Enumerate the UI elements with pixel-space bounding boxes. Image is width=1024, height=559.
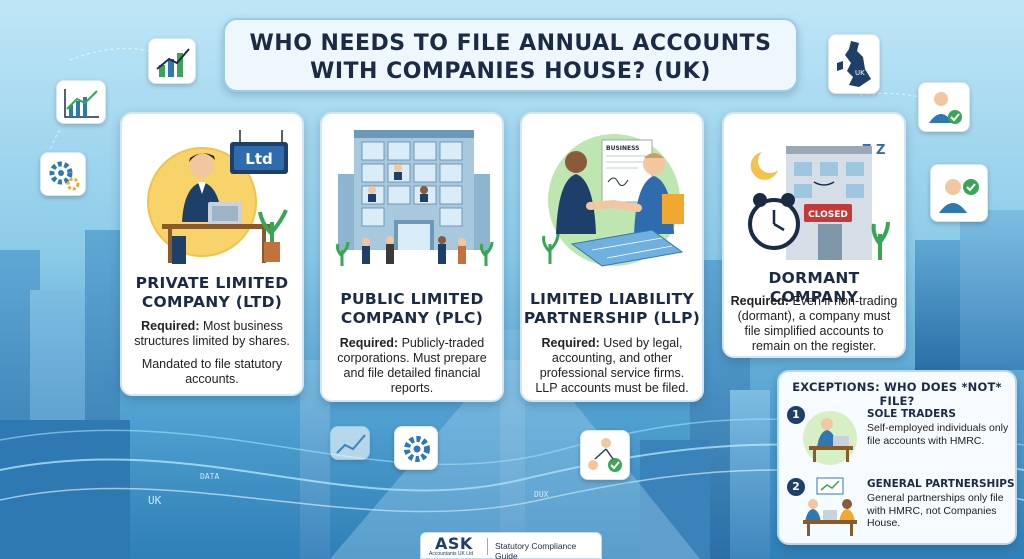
footer-brand: ASK Accountants UK Ltd Statutory Complia… bbox=[420, 532, 602, 559]
llp-required: Required: Used by legal, accounting, and… bbox=[528, 336, 696, 396]
dormant-required: Required: Even if non-trading (dormant),… bbox=[730, 294, 898, 354]
card-public-limited: PUBLIC LIMITED COMPANY (PLC) Required: P… bbox=[320, 112, 504, 402]
card-private-limited: Ltd PRIVATE LIMITED COMPANY (LTD) Requir… bbox=[120, 112, 304, 396]
dormant-title: DORMANT COMPANY bbox=[724, 269, 904, 307]
ltd-sign-text: Ltd bbox=[245, 150, 272, 168]
exception-number-2: 2 bbox=[787, 478, 805, 496]
gear-icon-2 bbox=[394, 426, 438, 470]
gear-icon bbox=[40, 152, 86, 196]
closed-sign-text: CLOSED bbox=[808, 210, 848, 220]
public-limited-required-label: Required: bbox=[339, 336, 399, 350]
public-limited-required-text: Publicly-traded corporations. Must prepa… bbox=[337, 336, 487, 395]
exception-item-general-partnerships: 2 GENERAL PARTNERSHIPS General partnersh… bbox=[787, 472, 1015, 542]
brand-logo-text: ASK bbox=[435, 534, 473, 553]
card-llp: BUSINESS LIMITED LIABILITY PARTNERSHIP (… bbox=[520, 112, 704, 402]
page-title-line1: WHO NEEDS TO FILE ANNUAL ACCOUNTS bbox=[249, 31, 772, 56]
llp-illustration: BUSINESS bbox=[532, 124, 692, 267]
bar-chart-icon bbox=[148, 38, 196, 84]
exception-item-sole-traders: 1 SOLE TRADERS Self-employed individuals… bbox=[787, 404, 1015, 468]
dormant-title-line1: DORMANT COMPANY bbox=[768, 269, 860, 306]
network-check-icon bbox=[580, 430, 630, 480]
exceptions-panel: EXCEPTIONS: WHO DOES *NOT* FILE? 1 SOLE … bbox=[777, 370, 1017, 545]
dormant-required-text: Even if non-trading (dormant), a company… bbox=[737, 294, 898, 353]
private-limited-title-line2: COMPANY (LTD) bbox=[141, 293, 283, 311]
private-limited-title: PRIVATE LIMITED COMPANY (LTD) bbox=[122, 274, 302, 312]
llp-required-text: Used by legal, accounting, and other pro… bbox=[535, 336, 689, 395]
bg-uk-text: UK bbox=[148, 494, 162, 507]
card-dormant: Z Z CLOSED DORMANT COMPANY Required: Eve… bbox=[722, 112, 906, 358]
private-limited-illustration: Ltd bbox=[132, 124, 292, 264]
bg-dux-text: DUX bbox=[534, 490, 549, 499]
public-limited-required: Required: Publicly-traded corporations. … bbox=[328, 336, 496, 396]
business-doc-label: BUSINESS bbox=[606, 145, 640, 152]
llp-title-line2: PARTNERSHIP (LLP) bbox=[523, 309, 701, 327]
exceptions-title: EXCEPTIONS: WHO DOES *NOT* FILE? bbox=[792, 380, 1002, 408]
public-limited-title-line1: PUBLIC LIMITED bbox=[340, 290, 484, 308]
page-title: WHO NEEDS TO FILE ANNUAL ACCOUNTS WITH C… bbox=[223, 18, 798, 92]
exception-text-1: Self-employed individuals only file acco… bbox=[867, 422, 1009, 447]
brand-subtitle: Accountants UK Ltd bbox=[429, 551, 474, 557]
dormant-illustration: Z Z CLOSED bbox=[734, 124, 894, 264]
user-check-icon-2 bbox=[930, 164, 988, 222]
public-limited-illustration bbox=[332, 124, 494, 266]
private-limited-title-line1: PRIVATE LIMITED bbox=[135, 274, 289, 292]
private-limited-required: Required: Most business structures limit… bbox=[130, 319, 294, 349]
sole-trader-illustration bbox=[803, 411, 857, 465]
exception-heading-1: SOLE TRADERS bbox=[867, 408, 956, 420]
page-title-line2: WITH COMPANIES HOUSE? (UK) bbox=[310, 59, 711, 84]
footer-divider bbox=[487, 538, 488, 555]
line-chart-icon bbox=[56, 80, 106, 124]
exception-number-1: 1 bbox=[787, 406, 805, 424]
uk-map-icon: UK bbox=[828, 34, 880, 94]
llp-required-label: Required: bbox=[541, 336, 600, 350]
private-limited-required-text: Most business structures limited by shar… bbox=[134, 319, 290, 348]
llp-title-line1: LIMITED LIABILITY bbox=[529, 290, 695, 308]
chart-icon-faint bbox=[330, 426, 370, 460]
dormant-required-label: Required: bbox=[730, 294, 789, 308]
uk-map-label: UK bbox=[855, 69, 865, 77]
private-limited-extra: Mandated to file statutory accounts. bbox=[141, 357, 283, 386]
bg-data-text: DATA bbox=[200, 472, 220, 481]
user-check-icon bbox=[918, 82, 970, 132]
general-partnership-illustration bbox=[803, 477, 857, 536]
exception-heading-2: GENERAL PARTNERSHIPS bbox=[867, 478, 1015, 490]
public-limited-title: PUBLIC LIMITED COMPANY (PLC) bbox=[322, 290, 502, 328]
footer-guide-label: Statutory Compliance Guide bbox=[495, 541, 577, 559]
private-limited-required-label: Required: bbox=[141, 319, 200, 333]
exception-text-2: General partnerships only file with HMRC… bbox=[867, 492, 1004, 529]
public-limited-title-line2: COMPANY (PLC) bbox=[340, 309, 484, 327]
llp-title: LIMITED LIABILITY PARTNERSHIP (LLP) bbox=[522, 290, 702, 328]
